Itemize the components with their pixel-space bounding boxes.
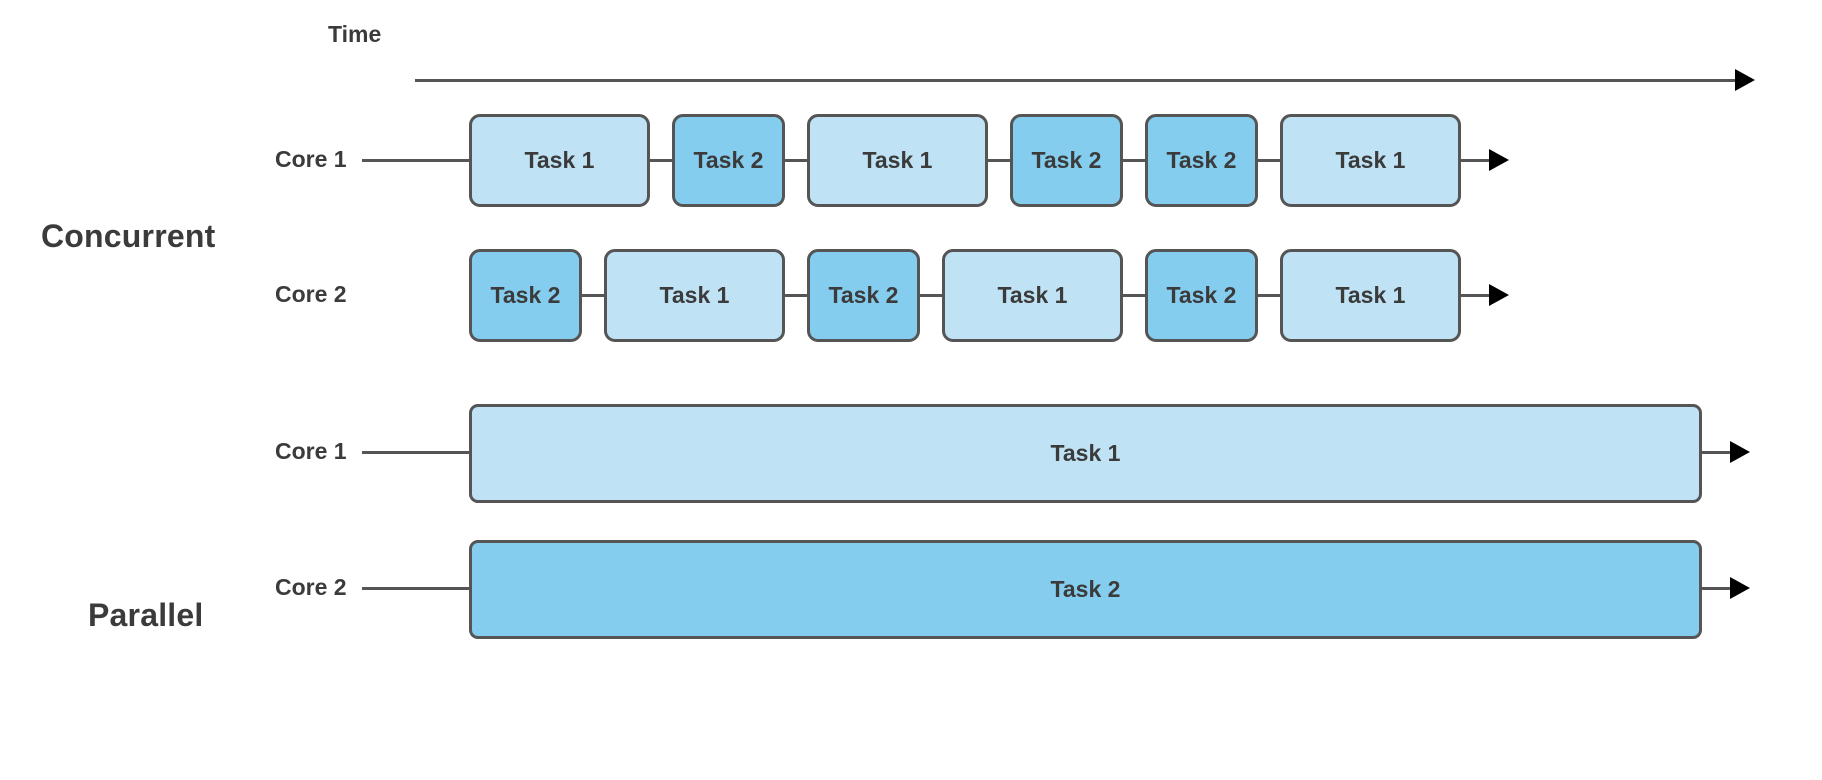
core-label-parallel-core1: Core 1 (275, 438, 347, 464)
task-block[interactable]: Task 2 (1145, 114, 1258, 207)
task-block[interactable]: Task 2 (807, 249, 920, 342)
lead-line-parallel-core1 (362, 451, 470, 454)
task-block[interactable]: Task 1 (942, 249, 1123, 342)
task-block[interactable]: Task 2 (469, 540, 1702, 639)
lead-line-parallel-core2 (362, 587, 470, 590)
row-tail-line (1461, 294, 1491, 297)
block-connector (988, 159, 1010, 162)
row-tail-line (1702, 587, 1732, 590)
block-connector (1258, 159, 1280, 162)
row-arrow-icon (1489, 284, 1509, 306)
time-axis-arrow-icon (1735, 69, 1755, 91)
task-block[interactable]: Task 2 (1145, 249, 1258, 342)
task-block[interactable]: Task 1 (1280, 249, 1461, 342)
time-axis-label: Time (328, 21, 382, 47)
core-label-concurrent-core2: Core 2 (275, 281, 347, 307)
block-connector (650, 159, 672, 162)
time-axis-line (415, 79, 1737, 82)
section-label-parallel: Parallel (88, 597, 204, 633)
block-connector (785, 294, 807, 297)
task-block[interactable]: Task 1 (469, 114, 650, 207)
lead-line-concurrent-core1 (362, 159, 470, 162)
task-block[interactable]: Task 1 (1280, 114, 1461, 207)
block-connector (920, 294, 942, 297)
section-label-concurrent: Concurrent (41, 218, 216, 254)
task-block[interactable]: Task 2 (1010, 114, 1123, 207)
row-arrow-icon (1730, 577, 1750, 599)
block-connector (1258, 294, 1280, 297)
task-block[interactable]: Task 1 (469, 404, 1702, 503)
block-connector (1123, 294, 1145, 297)
task-block[interactable]: Task 1 (604, 249, 785, 342)
task-block[interactable]: Task 2 (469, 249, 582, 342)
row-arrow-icon (1730, 441, 1750, 463)
block-connector (1123, 159, 1145, 162)
row-tail-line (1702, 451, 1732, 454)
core-label-parallel-core2: Core 2 (275, 574, 347, 600)
task-block[interactable]: Task 2 (672, 114, 785, 207)
core-label-concurrent-core1: Core 1 (275, 146, 347, 172)
task-block[interactable]: Task 1 (807, 114, 988, 207)
block-connector (785, 159, 807, 162)
block-connector (582, 294, 604, 297)
row-tail-line (1461, 159, 1491, 162)
row-arrow-icon (1489, 149, 1509, 171)
